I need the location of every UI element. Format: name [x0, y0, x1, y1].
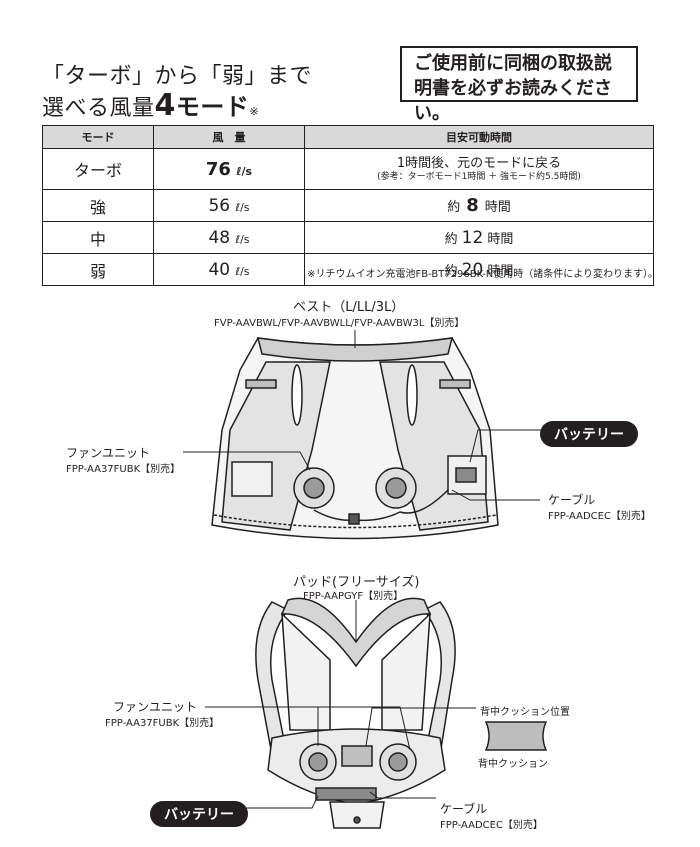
- vest-model: FVP-AAVBWL/FVP-AAVBWLL/FVP-AAVBW3L【別売】: [214, 318, 465, 329]
- table-footnote: ※リチウムイオン充電池FB-BT7296BK-N使用時（諸条件により変わります）…: [307, 269, 658, 280]
- table-row: ターボ 76 ℓ/s 1時間後、元のモードに戻る (参考：ターボモード1時間 ＋…: [42, 148, 654, 190]
- airflow-cell: 40 ℓ/s: [153, 253, 305, 286]
- table-header-row: モード 風 量 目安可動時間: [42, 125, 654, 149]
- pad-battery-leader: [228, 795, 319, 809]
- vest-illustration: [183, 330, 545, 540]
- vest-fan-leader: [183, 451, 311, 471]
- cushion-position-label: 背中クッション位置: [480, 707, 570, 718]
- pad-cable-label: ケーブル: [440, 802, 488, 816]
- vest-title: ベスト（L/LL/3L）: [293, 300, 405, 315]
- runtime-prefix: 約: [444, 231, 458, 247]
- vest-battery-label: バッテリー: [540, 421, 638, 447]
- vest-stripe-left: [245, 379, 277, 389]
- mode-cell: 弱: [42, 253, 154, 286]
- pad-fan-model: FPP-AA37FUBK【別売】: [105, 718, 220, 729]
- pad-title: パッド(フリーサイズ): [293, 575, 420, 590]
- vest-cable: [313, 489, 449, 522]
- vest-stripe-right: [439, 379, 471, 389]
- pad-back-panel: [281, 612, 331, 731]
- pad-cable-model: FPP-AADCEC【別売】: [440, 820, 543, 831]
- airflow-unit: ℓ/s: [235, 232, 250, 246]
- pad-fan-label: ファンユニット: [113, 700, 198, 714]
- runtime-cell: 1時間後、元のモードに戻る (参考：ターボモード1時間 ＋ 強モード約5.5時間…: [304, 148, 654, 190]
- vest-zipper-left: [291, 364, 303, 426]
- pad-fan-leader: [205, 706, 411, 751]
- headline-unit: モード: [175, 93, 250, 121]
- pad-bottom-tab: [329, 801, 385, 829]
- runtime-prefix: 約: [444, 263, 458, 279]
- vest-zipper-right: [406, 364, 418, 426]
- headline-note: ※: [249, 105, 260, 118]
- mode-cell: ターボ: [42, 148, 154, 190]
- airflow-unit: ℓ/s: [235, 200, 250, 214]
- vest-cable-leader: [451, 489, 540, 501]
- vest-collar: [257, 337, 453, 362]
- mode-table: モード 風 量 目安可動時間 ターボ 76 ℓ/s 1時間後、元のモードに戻る …: [42, 125, 654, 286]
- vest-hem: [213, 514, 497, 529]
- airflow-value: 48: [208, 227, 231, 248]
- cushion-detail: [484, 721, 548, 751]
- pad-battery-label: バッテリー: [150, 801, 248, 827]
- airflow-cell: 48 ℓ/s: [153, 221, 305, 254]
- header-airflow: 風 量: [153, 125, 305, 149]
- pad-cushion: [341, 745, 373, 767]
- vest-battery: [455, 467, 477, 483]
- vest-battery-leader: [469, 429, 545, 463]
- pad-model: FPP-AAPGYF【別売】: [303, 591, 404, 602]
- cushion-label: 背中クッション: [478, 759, 548, 770]
- vest-pocket-left: [231, 461, 273, 497]
- pad-cable-leader: [369, 791, 436, 799]
- airflow-value: 40: [208, 259, 231, 280]
- runtime-suffix: 時間: [484, 200, 511, 215]
- runtime-suffix: 時間: [487, 231, 514, 247]
- vest-cable-model: FPP-AADCEC【別売】: [548, 511, 651, 522]
- headline: 「ターボ」から「弱」まで 選べる風量4モード※: [42, 62, 372, 126]
- airflow-unit: ℓ/s: [236, 164, 253, 178]
- manual-notice: ご使用前に同梱の取扱説明書を必ずお読みください。: [400, 46, 638, 124]
- mode-cell: 中: [42, 221, 154, 254]
- headline-line1: 「ターボ」から「弱」まで: [42, 64, 313, 89]
- runtime-line2: (参考：ターボモード1時間 ＋ 強モード約5.5時間): [377, 171, 581, 182]
- airflow-unit: ℓ/s: [235, 264, 250, 278]
- airflow-value: 76: [205, 158, 231, 180]
- pad-battery: [315, 787, 377, 801]
- runtime-prefix: 約: [447, 200, 461, 215]
- headline-text: 選べる風量: [42, 96, 155, 121]
- runtime-suffix: 時間: [487, 263, 514, 279]
- vest-fan-model: FPP-AA37FUBK【別売】: [66, 464, 181, 475]
- mode-cell: 強: [42, 189, 154, 222]
- airflow-value: 56: [208, 195, 231, 216]
- vest-cable-label: ケーブル: [548, 493, 596, 507]
- runtime-value: 20: [461, 259, 484, 280]
- runtime-value: 8: [466, 195, 479, 216]
- runtime-value: 12: [461, 227, 484, 248]
- pad-illustration: [205, 597, 548, 829]
- pad-cushion-leader: [365, 707, 476, 747]
- airflow-cell: 56 ℓ/s: [153, 189, 305, 222]
- headline-number: 4: [154, 88, 176, 123]
- header-mode: モード: [42, 125, 154, 149]
- headline-line2: 選べる風量4モード※: [42, 91, 372, 126]
- vest-fan-label: ファンユニット: [66, 446, 151, 460]
- runtime-line1: 1時間後、元のモードに戻る: [396, 155, 562, 171]
- header-runtime: 目安可動時間: [304, 125, 654, 149]
- vest-cable-connector: [348, 513, 360, 525]
- airflow-cell: 76 ℓ/s: [153, 148, 305, 190]
